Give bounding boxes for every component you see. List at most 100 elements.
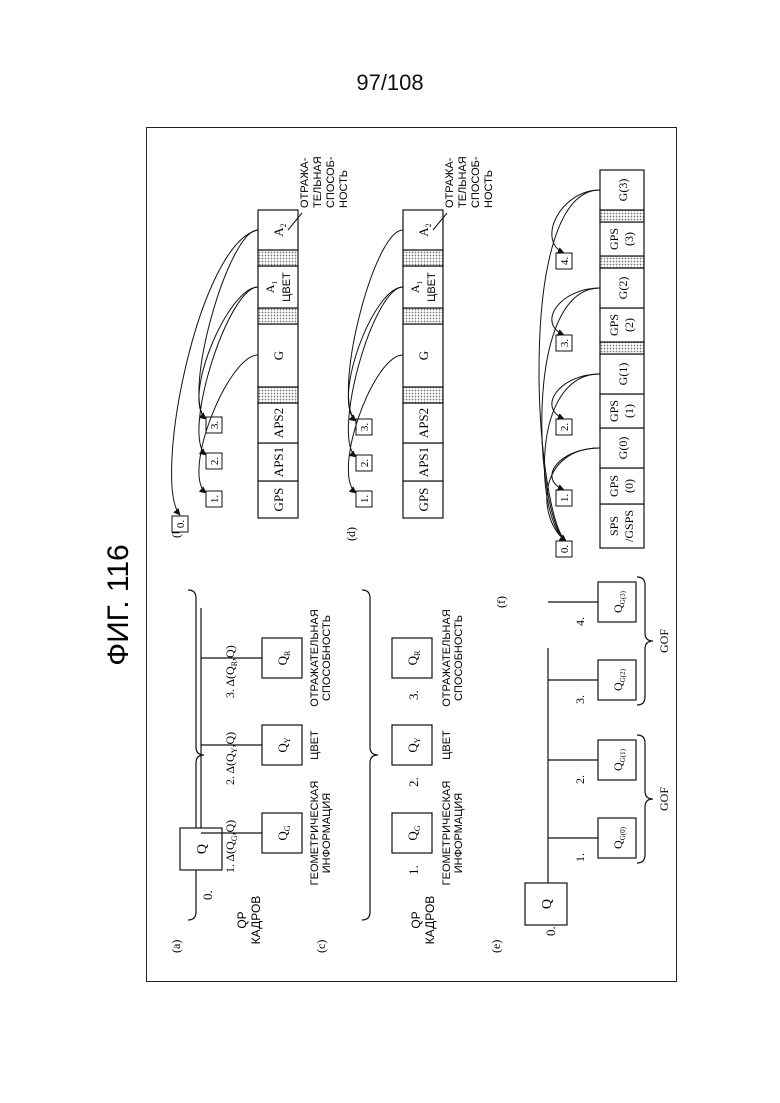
panel-e-gof-label-1: GOF — [657, 787, 671, 811]
panel-a: (a) QP КАДРОВ 0. Q 1. Δ(QG,Q)QGГЕОМЕТРИЧ… — [169, 590, 333, 953]
panel-e-box — [598, 660, 636, 700]
panel-a-group-label-1: QP — [235, 911, 249, 928]
panel-f-cell-label: G(2) — [616, 277, 630, 300]
panel-f-cell-label: /GSPS — [622, 510, 636, 542]
panel-e-gof-brace-1 — [637, 735, 653, 863]
panel-a-edge-label: 1. Δ(QG,Q) — [223, 820, 239, 873]
panel-f-cell-label: GPS — [607, 314, 621, 336]
panel-a-caption: ИНФОРМАЦИЯ — [321, 793, 333, 874]
panel-e-root-label: Q — [540, 899, 555, 909]
panel-b-cell-label: APS2 — [271, 408, 286, 438]
panel-d-cell-label: G — [416, 351, 431, 360]
panel-b-arrow — [199, 287, 258, 419]
panel-c-caption: СПОСОБНОСТЬ — [453, 615, 465, 701]
panel-d-separator — [403, 250, 443, 266]
panel-e-step: 4. — [573, 617, 587, 626]
panel-c-step: 3. — [406, 690, 421, 700]
panel-c-group-label-1: QP — [409, 911, 423, 928]
panel-d-marker-label: 3. — [359, 423, 371, 432]
panel-a-caption: СПОСОБНОСТЬ — [321, 615, 333, 701]
panel-b-separator — [258, 387, 298, 403]
panel-f-cell-label: G(1) — [616, 363, 630, 386]
panel-f-separator — [600, 342, 644, 354]
panel-f-cell-label: GPS — [607, 228, 621, 250]
panel-d-label: (d) — [344, 527, 358, 541]
panel-a-caption: ЦВЕТ — [309, 730, 321, 760]
panel-a-root-label: Q — [195, 844, 210, 854]
panel-f-marker-label: 2. — [559, 423, 571, 432]
panel-c-label: (c) — [314, 940, 328, 953]
panel-f-arrow — [552, 288, 600, 335]
panel-f-arrow — [552, 190, 600, 253]
panel-b-caption: ТЕЛЬНАЯ — [312, 156, 324, 208]
panel-e: (e) 0. Q 1.QG(0)2.QG(1)3.QG(2)4.QG(3) GO… — [489, 577, 671, 953]
panel-b-marker-label: 2. — [209, 457, 221, 466]
panel-b-caption: НОСТЬ — [338, 170, 350, 208]
panel-d-caption: ОТРАЖА- — [444, 157, 456, 208]
panel-b-caption: ОТРАЖА- — [299, 157, 311, 208]
panel-e-label: (e) — [489, 940, 503, 953]
panel-d-arrow — [348, 287, 403, 421]
panel-d-caption: СПОСОБ- — [470, 156, 482, 208]
panel-c-caption: ГЕОМЕТРИЧЕСКАЯ — [441, 781, 453, 886]
panel-c-caption: ИНФОРМАЦИЯ — [453, 793, 465, 874]
panel-f-cell-label: G(0) — [616, 437, 630, 460]
panel-d-cell-label: APS2 — [416, 408, 431, 438]
panel-e-box — [598, 582, 636, 622]
panel-b-cell-note: ЦВЕТ — [281, 272, 293, 302]
panel-b-cell-label: GPS — [271, 488, 286, 512]
panel-f-cell-label: GPS — [607, 400, 621, 422]
panel-d-cell-note: ЦВЕТ — [426, 272, 438, 302]
panel-f-marker-label: 3. — [559, 339, 571, 348]
panel-c: (c) QP КАДРОВ 1.QGГЕОМЕТРИЧЕСКАЯИНФОРМАЦ… — [314, 590, 465, 953]
panel-f-cell-label: (3) — [622, 232, 636, 246]
panel-f: (f) SPS/GSPSGPS(0)G(0)GPS(1)G(1)GPS(2)G(… — [494, 170, 644, 608]
panel-b-marker-zero-label: 0. — [175, 520, 187, 529]
panel-d-caption: НОСТЬ — [483, 170, 495, 208]
panel-f-marker-label: 0. — [559, 545, 571, 554]
panel-b-marker-label: 3. — [209, 421, 221, 430]
panel-b-separator — [258, 250, 298, 266]
panel-c-brace — [362, 590, 378, 920]
panel-c-caption: ОТРАЖАТЕЛЬНАЯ — [441, 609, 453, 707]
panel-d-cell-label: GPS — [416, 488, 431, 512]
panel-d: (d) GPSAPS1APS2GA1ЦВЕТA2ОТРАЖА-ТЕЛЬНАЯСП… — [344, 156, 495, 541]
panel-f-label: (f) — [494, 596, 508, 608]
figure-title: ФИГ. 116 — [102, 544, 135, 665]
panel-f-arrow-root — [539, 190, 600, 541]
panel-d-cell-label: APS1 — [416, 447, 431, 477]
panel-e-gof-brace-2 — [637, 577, 653, 705]
panel-e-box — [598, 818, 636, 858]
panel-d-separator — [403, 308, 443, 324]
panel-f-separator — [600, 256, 644, 268]
panel-d-arrow — [348, 230, 403, 421]
panel-f-separator — [600, 210, 644, 222]
panel-b-caption: СПОСОБ- — [325, 156, 337, 208]
panel-d-marker-label: 2. — [359, 459, 371, 468]
panel-b-separator — [258, 308, 298, 324]
panel-b: (b) GPSAPS1APS2GA1ЦВЕТA2ОТРАЖА-ТЕЛЬНАЯСП… — [169, 156, 350, 538]
panel-e-step-0: 0. — [543, 926, 558, 936]
panel-a-caption: ОТРАЖАТЕЛЬНАЯ — [309, 609, 321, 707]
panel-f-arrow-root — [547, 448, 600, 541]
panel-e-gof-label-2: GOF — [657, 629, 671, 653]
panel-f-cell-label: SPS — [607, 516, 621, 536]
panel-c-group-label-2: КАДРОВ — [423, 896, 437, 945]
panel-d-arrow — [348, 355, 403, 493]
panel-b-marker-label: 1. — [209, 495, 221, 504]
panel-b-arrow — [199, 230, 258, 419]
panel-a-caption: ГЕОМЕТРИЧЕСКАЯ — [309, 781, 321, 886]
panel-c-step: 2. — [406, 777, 421, 787]
panel-f-cell-label: (1) — [622, 404, 636, 418]
panel-e-box — [598, 740, 636, 780]
panel-c-caption: ЦВЕТ — [441, 730, 453, 760]
panel-d-marker-label: 1. — [359, 495, 371, 504]
panel-a-group-label-2: КАДРОВ — [249, 896, 263, 945]
panel-d-separator — [403, 387, 443, 403]
panel-a-edge-label: 2. Δ(QY,Q) — [223, 732, 239, 785]
panel-f-marker-label: 1. — [559, 494, 571, 503]
panel-b-cell-label: APS1 — [271, 447, 286, 477]
panel-a-label: (a) — [169, 940, 183, 953]
panel-a-edge-label: 3. Δ(QR,Q) — [223, 645, 239, 698]
